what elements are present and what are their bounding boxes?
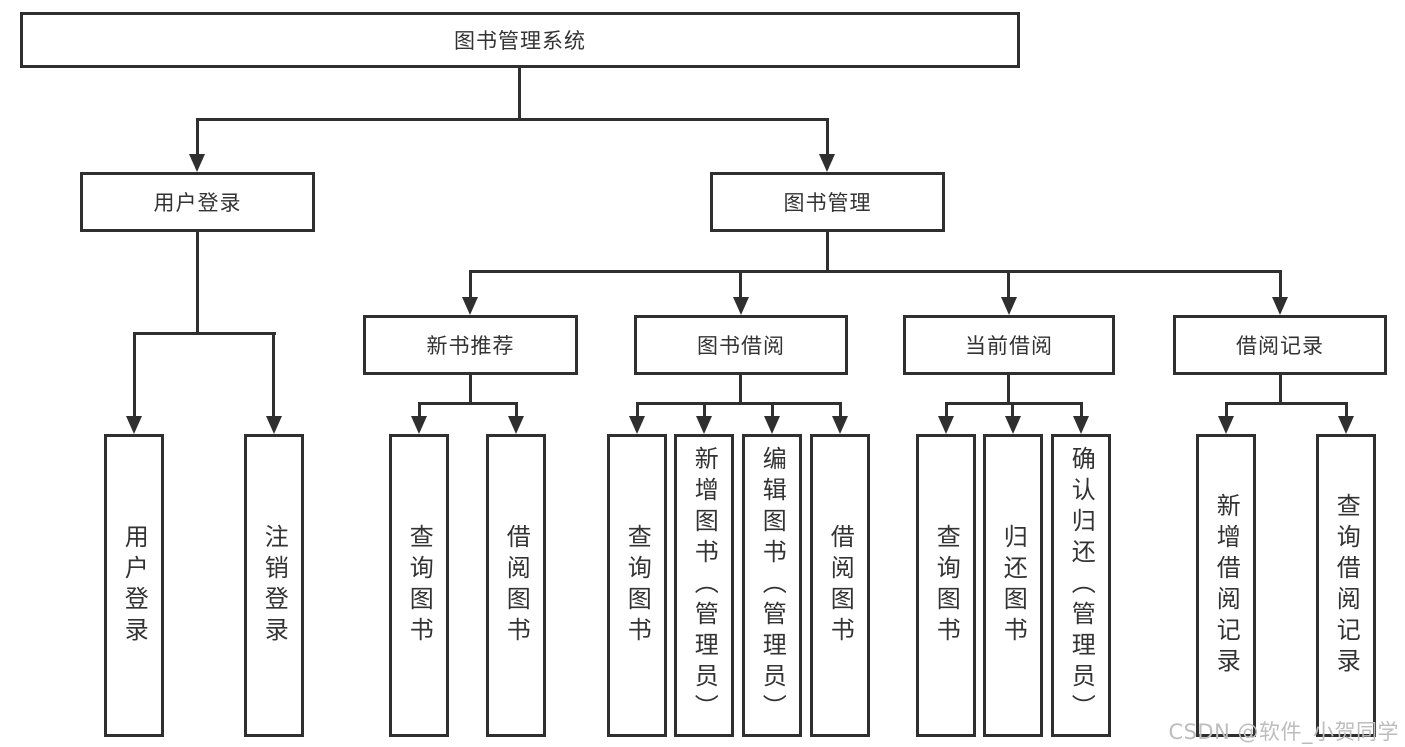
connector-line (839, 402, 842, 418)
leaf-label: 确认归还（管理员） (1067, 446, 1096, 725)
connector-line (739, 375, 742, 404)
arrow-down-icon (629, 416, 645, 434)
leaf-label: 编辑图书（管理员） (758, 446, 787, 725)
node-label: 图书管理系统 (454, 29, 586, 53)
arrow-down-icon (1073, 416, 1089, 434)
connector-line (1007, 375, 1010, 404)
leaf-query-books-3: 查询图书 (916, 434, 976, 737)
leaf-label: 查询图书 (932, 523, 961, 648)
leaf-return-books: 归还图书 (983, 434, 1043, 737)
connector-line (1345, 402, 1348, 418)
leaf-borrow-books-2: 借阅图书 (810, 434, 870, 737)
leaf-label: 查询图书 (405, 523, 434, 648)
connector-line (1007, 270, 1010, 300)
leaf-edit-book-admin: 编辑图书（管理员） (742, 434, 802, 737)
connector-line (1279, 375, 1282, 404)
arrow-down-icon (819, 154, 835, 172)
connector-line (1225, 402, 1228, 418)
node-label: 当前借阅 (965, 334, 1053, 358)
node-borrowing-records: 借阅记录 (1173, 315, 1387, 375)
arrow-down-icon (266, 416, 282, 434)
connector-line (945, 402, 1083, 405)
connector-line (636, 402, 639, 418)
node-library-management-system: 图书管理系统 (20, 12, 1020, 68)
leaf-user-login: 用户登录 (104, 434, 164, 737)
arrow-down-icon (1218, 416, 1234, 434)
connector-line (826, 232, 829, 272)
node-label: 图书借阅 (697, 334, 785, 358)
connector-line (945, 402, 948, 418)
leaf-logout: 注销登录 (244, 434, 304, 737)
leaf-query-borrow-record: 查询借阅记录 (1316, 434, 1376, 737)
arrow-down-icon (733, 297, 749, 315)
connector-line (771, 402, 774, 418)
node-label: 借阅记录 (1236, 334, 1324, 358)
node-label: 图书管理 (783, 191, 872, 215)
csdn-watermark: CSDN @软件_小贺同学 (1168, 720, 1399, 744)
arrow-down-icon (189, 154, 205, 172)
leaf-label: 借阅图书 (826, 523, 855, 648)
arrow-down-icon (832, 416, 848, 434)
leaf-label: 新增借阅记录 (1212, 492, 1241, 679)
leaf-label: 借阅图书 (502, 523, 531, 648)
arrow-down-icon (1001, 297, 1017, 315)
leaf-label: 查询图书 (623, 523, 652, 648)
connector-line (703, 402, 706, 418)
arrow-down-icon (1338, 416, 1354, 434)
leaf-borrow-books-1: 借阅图书 (486, 434, 546, 737)
connector-line (1080, 402, 1083, 418)
connector-line (418, 402, 421, 418)
connector-line (272, 332, 275, 418)
connector-line (826, 118, 829, 158)
leaf-add-book-admin: 新增图书（管理员） (674, 434, 734, 737)
arrow-down-icon (126, 416, 142, 434)
node-current-borrowing: 当前借阅 (903, 315, 1115, 375)
node-book-management: 图书管理 (710, 172, 945, 232)
node-new-book-recommendation: 新书推荐 (363, 315, 578, 375)
leaf-label: 注销登录 (260, 523, 289, 648)
connector-line (1225, 402, 1348, 405)
node-user-login: 用户登录 (80, 172, 315, 232)
leaf-label: 用户登录 (120, 523, 149, 648)
arrow-down-icon (508, 416, 524, 434)
arrow-down-icon (764, 416, 780, 434)
connector-line (133, 332, 136, 418)
node-label: 新书推荐 (426, 334, 515, 358)
connector-line (196, 232, 199, 334)
connector-line (418, 402, 518, 405)
leaf-query-books-2: 查询图书 (607, 434, 667, 737)
connector-line (196, 118, 829, 121)
leaf-confirm-return-admin: 确认归还（管理员） (1051, 434, 1111, 737)
arrow-down-icon (1005, 416, 1021, 434)
connector-line (469, 270, 1282, 273)
connector-line (133, 332, 276, 335)
leaf-add-borrow-record: 新增借阅记录 (1196, 434, 1256, 737)
arrow-down-icon (696, 416, 712, 434)
connector-line (469, 270, 472, 300)
connector-line (469, 375, 472, 404)
leaf-query-books-1: 查询图书 (389, 434, 449, 737)
connector-line (518, 68, 521, 120)
connector-line (196, 118, 199, 158)
connector-line (515, 402, 518, 418)
arrow-down-icon (411, 416, 427, 434)
leaf-label: 查询借阅记录 (1332, 492, 1361, 679)
arrow-down-icon (462, 297, 478, 315)
leaf-label: 归还图书 (999, 523, 1028, 648)
connector-line (1279, 270, 1282, 300)
leaf-label: 新增图书（管理员） (690, 446, 719, 725)
node-book-borrowing: 图书借阅 (634, 315, 848, 375)
connector-line (1011, 402, 1014, 418)
node-label: 用户登录 (153, 191, 242, 215)
arrow-down-icon (1272, 297, 1288, 315)
connector-line (636, 402, 842, 405)
connector-line (739, 270, 742, 300)
arrow-down-icon (938, 416, 954, 434)
